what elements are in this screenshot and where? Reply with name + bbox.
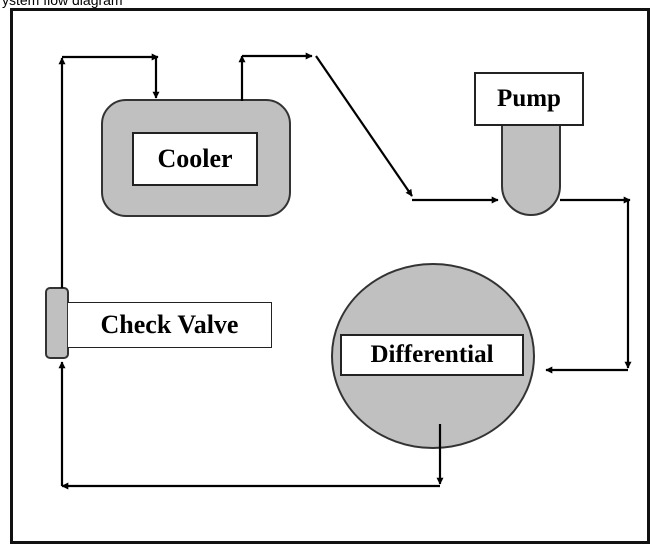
differential-label: Differential bbox=[340, 334, 524, 376]
flow-line-diagonal bbox=[315, 55, 413, 197]
cooler-label: Cooler bbox=[132, 132, 258, 186]
check-valve-body bbox=[45, 287, 69, 359]
diagram-caption: ystem flow diagram bbox=[2, 0, 123, 8]
pump-body bbox=[501, 123, 561, 216]
check-valve-label: Check Valve bbox=[68, 302, 272, 348]
pump-label: Pump bbox=[474, 72, 584, 126]
